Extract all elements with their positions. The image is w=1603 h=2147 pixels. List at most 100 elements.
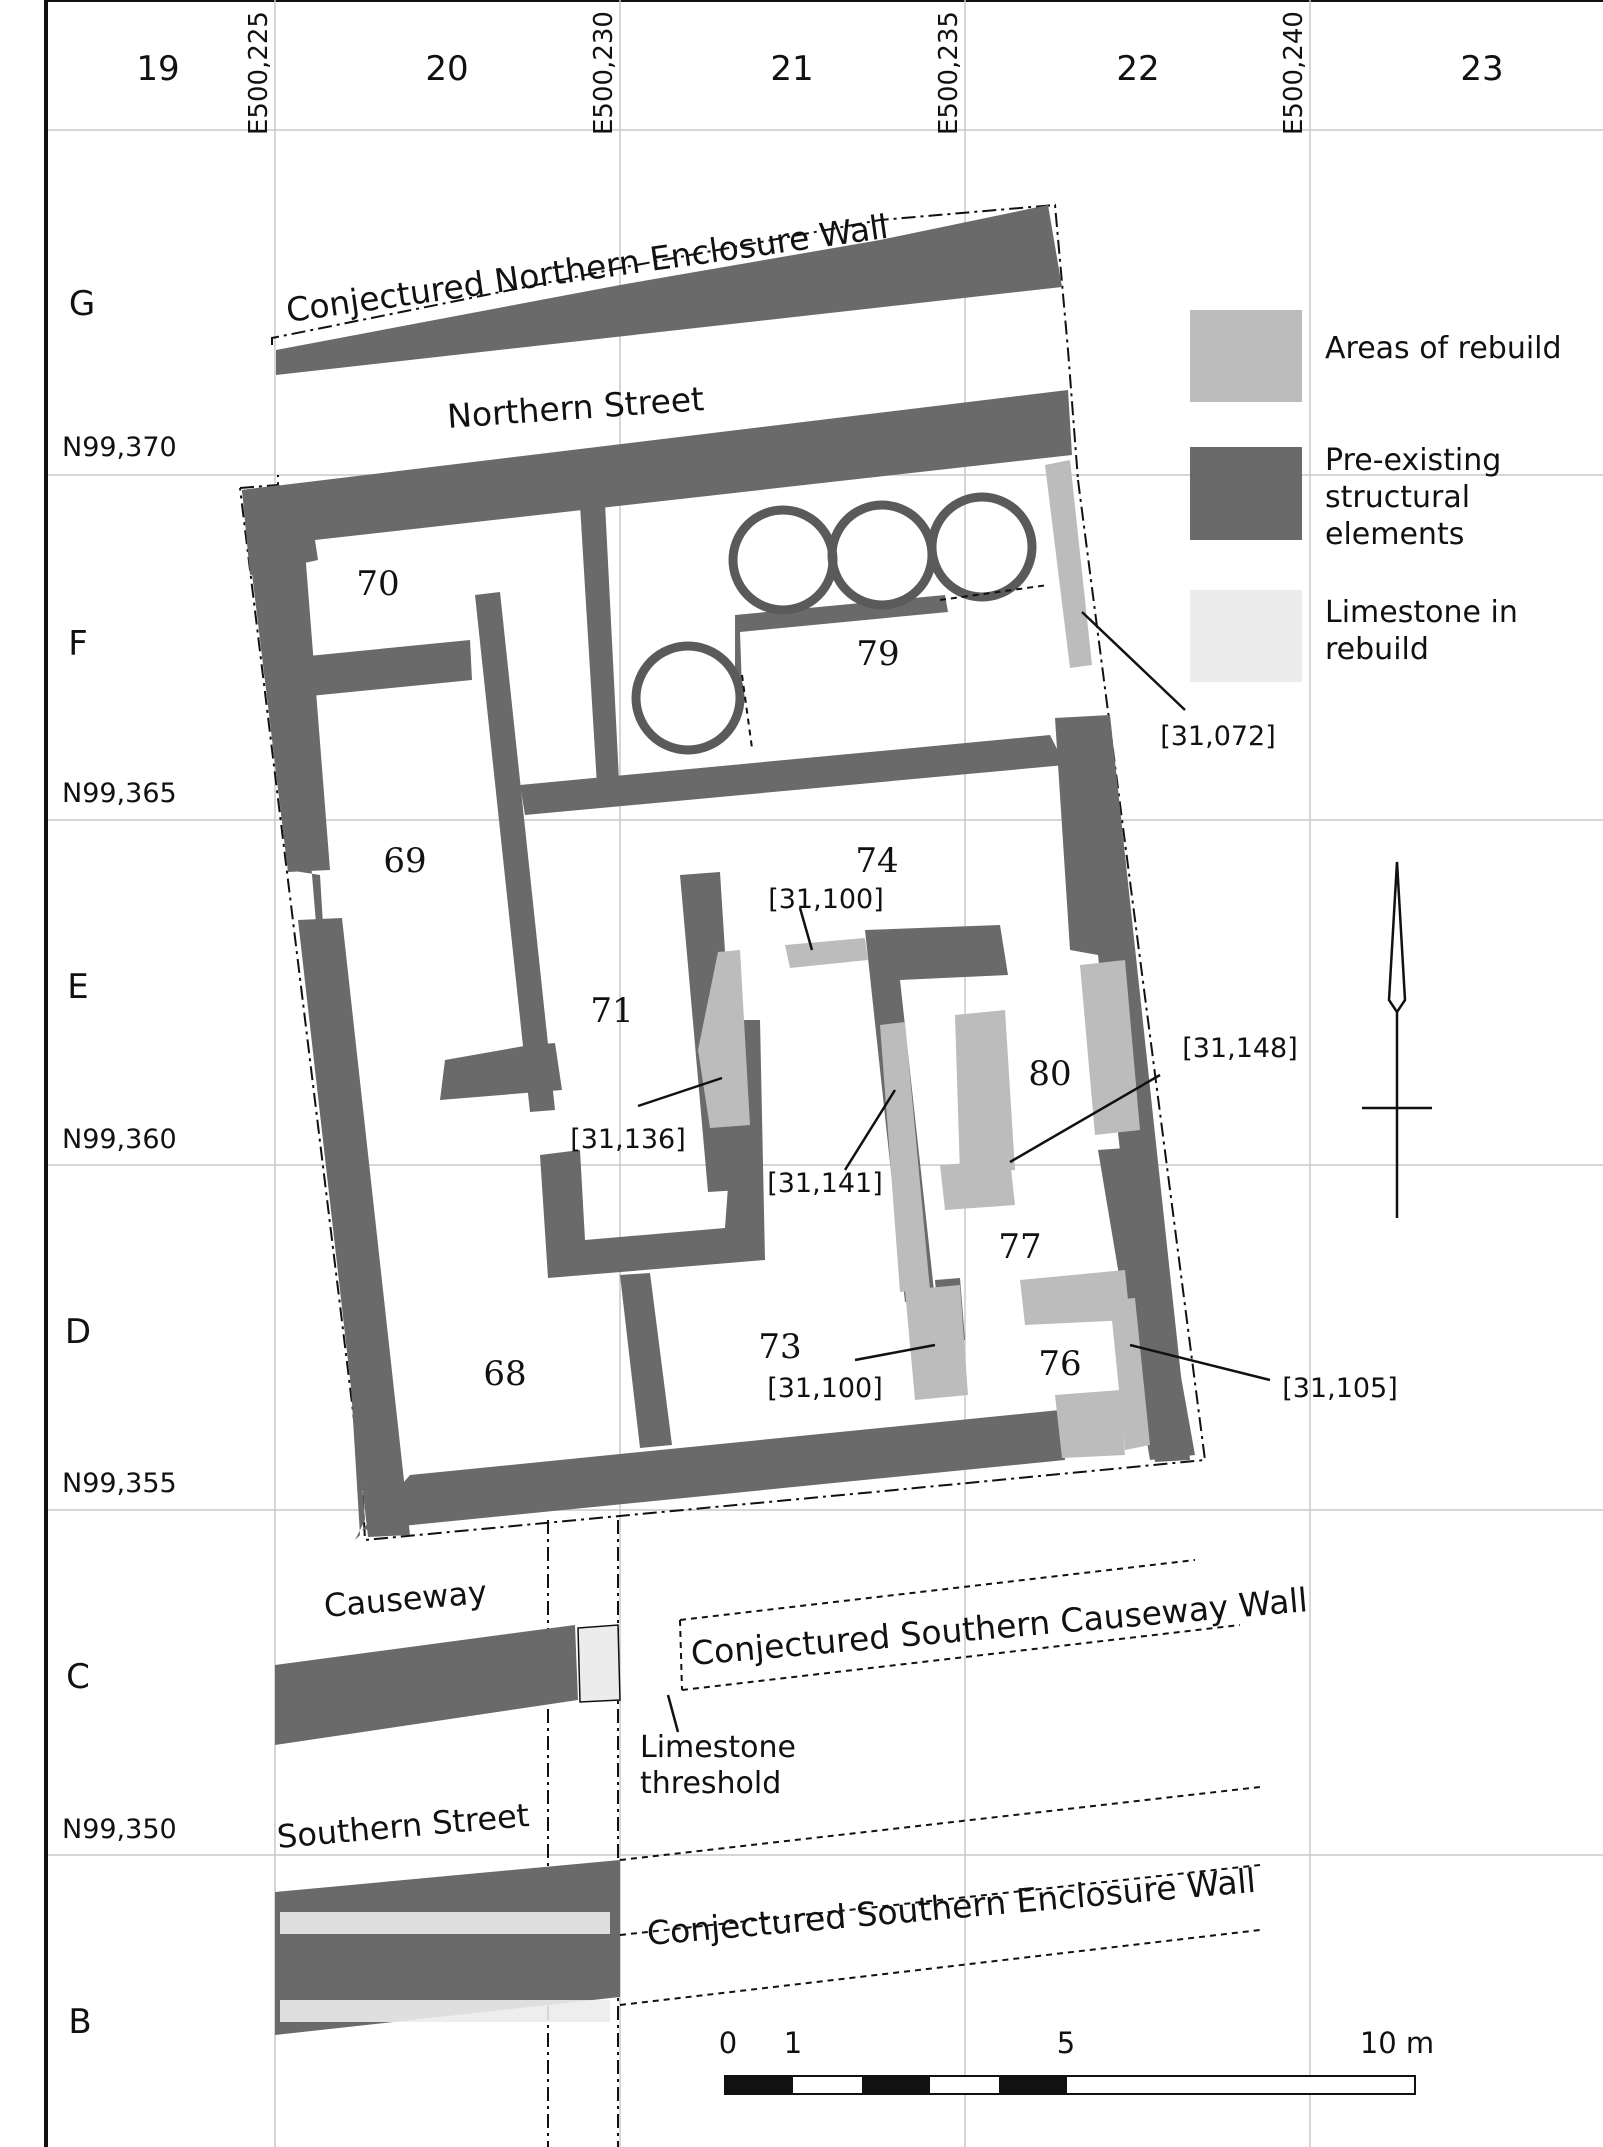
scale-tick-5: 5 xyxy=(1057,2026,1075,2060)
easting-label-225: E500,225 xyxy=(244,11,274,135)
rebuild-76-north xyxy=(1020,1270,1130,1325)
north-wall-conjectured-outline xyxy=(271,203,1079,481)
legend-label-rebuild: Areas of rebuild xyxy=(1325,331,1562,366)
label-causeway-wall: Conjectured Southern Causeway Wall xyxy=(689,1580,1309,1673)
label-threshold-line1: Limestone xyxy=(640,1730,796,1765)
leader-31105 xyxy=(1129,1343,1271,1382)
rebuild-31100-lower xyxy=(905,1285,968,1400)
wall-68-73-divider xyxy=(620,1273,672,1448)
plan-frame xyxy=(44,0,1603,2147)
grid-col-20: 20 xyxy=(425,49,468,89)
room-68: 68 xyxy=(483,1354,526,1394)
scale-tick-1: 1 xyxy=(784,2026,802,2060)
scale-bar-seg-1 xyxy=(725,2076,793,2094)
context-31105: [31,105] xyxy=(1282,1373,1398,1404)
limestone-threshold xyxy=(577,1624,621,1703)
leader-lines xyxy=(637,611,1271,1733)
wall-west-b xyxy=(298,918,410,1537)
wall-69-spur xyxy=(440,1043,562,1100)
rebuild-80-south xyxy=(940,1160,1015,1210)
grid-row-D: D xyxy=(65,1312,91,1352)
building-outline xyxy=(239,475,1207,1542)
legend-label-preexisting-2: structural xyxy=(1325,480,1470,515)
rebuild-31136 xyxy=(698,950,750,1128)
wall-70-79-divider xyxy=(580,503,620,802)
leader-31100-upper xyxy=(798,907,814,951)
room-70: 70 xyxy=(356,564,399,604)
grid-row-B: B xyxy=(68,2002,91,2042)
wall-79-south xyxy=(520,735,1065,815)
room-77: 77 xyxy=(998,1227,1041,1267)
room-numbers: 70 79 69 74 71 80 77 73 68 76 xyxy=(356,564,1081,1394)
north-arrow xyxy=(1362,861,1432,1218)
wall-east-lower xyxy=(1098,1147,1195,1460)
rebuild-31148 xyxy=(1080,960,1140,1135)
oven-ring-2 xyxy=(827,500,937,610)
leader-31136 xyxy=(637,1076,723,1108)
oven-dashed-link xyxy=(939,584,1049,601)
wall-79-north-cells xyxy=(735,595,948,690)
leader-31141 xyxy=(843,1089,897,1171)
grid-col-23: 23 xyxy=(1460,49,1503,89)
scale-bar-seg-5 xyxy=(999,2076,1067,2094)
grid-lines xyxy=(48,0,1603,2147)
legend-label-limestone-1: Limestone in xyxy=(1325,595,1518,630)
legend: Areas of rebuild Pre-existing structural… xyxy=(1190,310,1562,682)
context-31141: [31,141] xyxy=(767,1168,883,1199)
grid-row-F: F xyxy=(68,624,88,664)
rebuild-80-west xyxy=(955,1010,1015,1175)
easting-label-240: E500,240 xyxy=(1279,11,1309,135)
leader-31100-lower xyxy=(854,1343,936,1362)
label-threshold-line2: threshold xyxy=(640,1766,781,1801)
scale-tick-0: 0 xyxy=(719,2026,737,2060)
context-numbers: [31,072] [31,100] [31,148] [31,136] [31,… xyxy=(570,721,1398,1404)
north-enclosure-wall xyxy=(276,205,1062,375)
grid-col-22: 22 xyxy=(1116,49,1159,89)
easting-label-235: E500,235 xyxy=(934,11,964,135)
legend-label-limestone-2: rebuild xyxy=(1325,632,1429,667)
grid-column-labels: 19 20 21 22 23 xyxy=(136,49,1503,89)
room-71: 71 xyxy=(590,991,633,1031)
oven-ring-3 xyxy=(927,492,1037,602)
south-wall-limestone-band-1 xyxy=(280,1912,610,1934)
rebuild-31100-upper xyxy=(785,938,868,968)
wall-north-main xyxy=(242,390,1072,575)
label-south-enclosure-wall: Conjectured Southern Enclosure Wall xyxy=(645,1861,1257,1953)
oven-ring-1 xyxy=(728,505,838,615)
rebuild-31141 xyxy=(880,1022,930,1292)
northing-label-360: N99,360 xyxy=(62,1124,177,1155)
easting-label-230: E500,230 xyxy=(589,11,619,135)
room-76: 76 xyxy=(1038,1344,1081,1384)
legend-swatch-rebuild xyxy=(1190,310,1302,402)
rebuild-areas xyxy=(698,460,1150,1458)
north-arrow-head xyxy=(1387,861,1407,1015)
scale-bar-frame xyxy=(724,2075,1416,2095)
south-enclosure-conjectured xyxy=(619,1864,1261,2006)
grid-row-G: G xyxy=(69,284,95,324)
context-31072: [31,072] xyxy=(1160,721,1276,752)
oven-dashed-link-2 xyxy=(741,674,753,749)
south-street-edge xyxy=(619,1786,1261,1861)
northing-labels: N99,370 N99,365 N99,360 N99,355 N99,350 xyxy=(62,432,177,1845)
leader-31148 xyxy=(1009,1073,1161,1164)
causeway-wall-conjectured xyxy=(679,1559,1241,1691)
legend-swatch-preexisting xyxy=(1190,447,1302,540)
context-31100-lower: [31,100] xyxy=(767,1373,883,1404)
rebuild-76-southeast xyxy=(1055,1390,1125,1458)
context-31100-upper: [31,100] xyxy=(768,884,884,915)
grid-col-19: 19 xyxy=(136,49,179,89)
scale-bar: 0 1 5 10 m xyxy=(719,2026,1434,2095)
wall-69-east xyxy=(475,592,555,1112)
oven-ring-4 xyxy=(631,641,745,755)
grid-row-labels: G F E D C B xyxy=(65,284,95,2042)
scale-tick-10: 10 m xyxy=(1360,2026,1434,2060)
room-79: 79 xyxy=(856,634,899,674)
rebuild-31072 xyxy=(1045,460,1092,668)
grid-row-E: E xyxy=(67,967,88,1007)
context-31136: [31,136] xyxy=(570,1124,686,1155)
northing-label-370: N99,370 xyxy=(62,432,177,463)
leader-threshold xyxy=(666,1694,680,1733)
leader-31072 xyxy=(1081,611,1186,711)
wall-70-south xyxy=(268,640,472,700)
